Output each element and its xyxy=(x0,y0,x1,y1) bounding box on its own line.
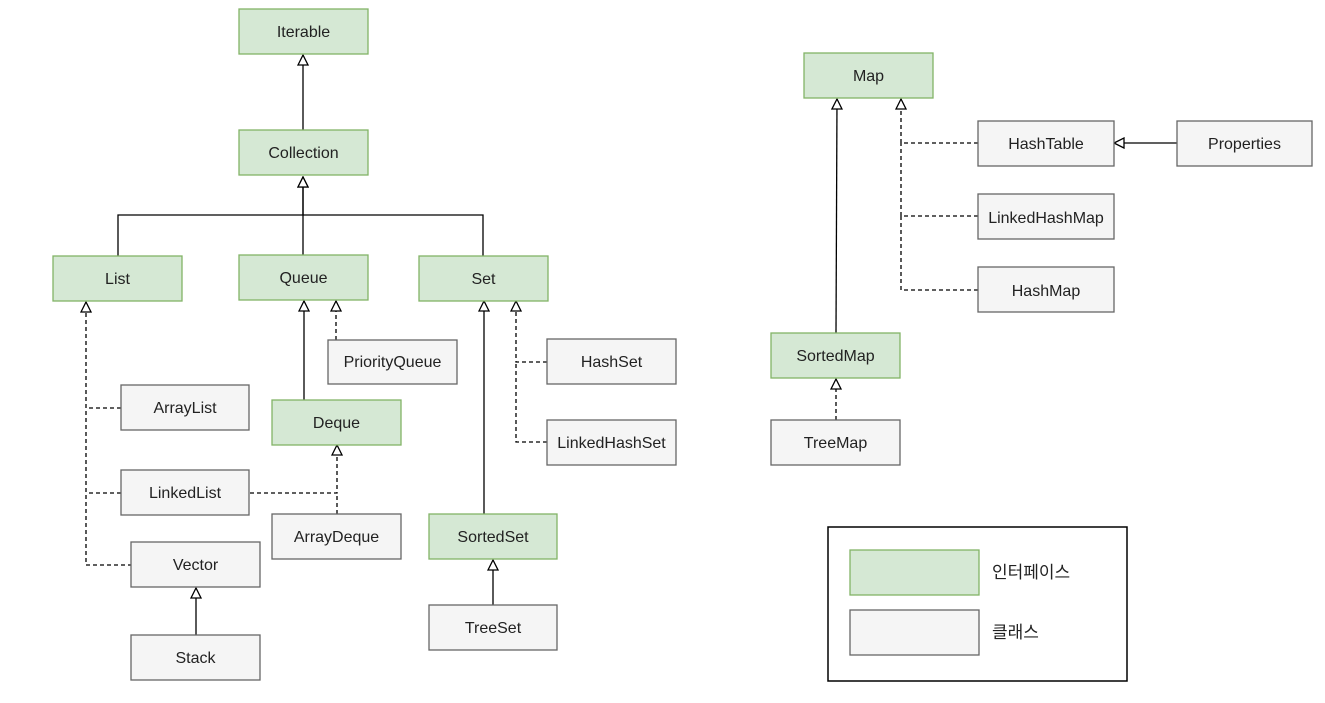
node-label: List xyxy=(105,271,130,288)
node-map: Map xyxy=(803,52,934,99)
node-label: LinkedList xyxy=(149,485,222,502)
node-set: Set xyxy=(418,255,549,302)
node-list: List xyxy=(52,255,183,302)
node-label: PriorityQueue xyxy=(344,354,442,371)
edge-linkedhashmap-map xyxy=(900,143,978,217)
node-vector: Vector xyxy=(130,541,261,588)
node-stack: Stack xyxy=(130,634,261,681)
node-arraylist: ArrayList xyxy=(120,384,250,431)
node-label: Stack xyxy=(175,650,216,667)
node-deque: Deque xyxy=(271,399,402,446)
edge-vector-list xyxy=(85,408,132,566)
edge-linkedlist-deque xyxy=(250,445,337,494)
node-label: HashMap xyxy=(1012,283,1081,300)
edge-set-collection xyxy=(303,214,484,256)
node-hashset: HashSet xyxy=(546,338,677,385)
node-priorityqueue: PriorityQueue xyxy=(327,339,458,385)
node-label: Vector xyxy=(173,557,219,574)
legend-interface-swatch xyxy=(849,549,980,596)
node-label: Queue xyxy=(279,270,327,287)
node-properties: Properties xyxy=(1176,120,1313,167)
node-linkedhashset: LinkedHashSet xyxy=(546,419,677,466)
edge-arraylist-list xyxy=(86,302,121,409)
node-label: ArrayList xyxy=(153,400,217,417)
node-label: HashSet xyxy=(581,354,643,371)
node-label: Map xyxy=(853,68,884,85)
node-treemap: TreeMap xyxy=(770,419,901,466)
node-hashmap: HashMap xyxy=(977,266,1115,313)
node-sortedset: SortedSet xyxy=(428,513,558,560)
edge-hashmap-map xyxy=(900,216,978,291)
node-label: TreeMap xyxy=(804,435,868,452)
node-label: LinkedHashSet xyxy=(557,435,666,452)
edge-hashset-set xyxy=(516,301,547,363)
node-label: HashTable xyxy=(1008,136,1084,153)
node-arraydeque: ArrayDeque xyxy=(271,513,402,560)
node-label: ArrayDeque xyxy=(294,529,379,546)
node-label: LinkedHashMap xyxy=(988,210,1104,227)
node-hashtable: HashTable xyxy=(977,120,1115,167)
legend-class-label: 클래스 xyxy=(992,623,1039,643)
node-linkedhashmap: LinkedHashMap xyxy=(977,193,1115,240)
node-label: Properties xyxy=(1208,136,1281,153)
edge-linkedhashset-set xyxy=(515,362,547,443)
node-label: Collection xyxy=(268,145,338,162)
edge-list-collection xyxy=(117,177,303,256)
node-label: SortedMap xyxy=(796,348,874,365)
legend-interface-label: 인터페이스 xyxy=(992,563,1070,583)
node-treeset: TreeSet xyxy=(428,604,558,651)
node-collection: Collection xyxy=(238,129,369,176)
node-label: SortedSet xyxy=(457,529,529,546)
node-label: Iterable xyxy=(277,24,330,41)
legend-class-swatch xyxy=(849,609,980,656)
node-label: TreeSet xyxy=(465,620,522,637)
legend: 인터페이스 클래스 xyxy=(827,526,1128,682)
node-iterable: Iterable xyxy=(238,8,369,55)
node-linkedlist: LinkedList xyxy=(120,469,250,516)
edge-sortedmap-map xyxy=(836,99,837,334)
edge-hashtable-map xyxy=(901,99,978,144)
node-label: Deque xyxy=(313,415,360,432)
node-sortedmap: SortedMap xyxy=(770,332,901,379)
node-label: Set xyxy=(471,271,496,288)
node-queue: Queue xyxy=(238,254,369,301)
